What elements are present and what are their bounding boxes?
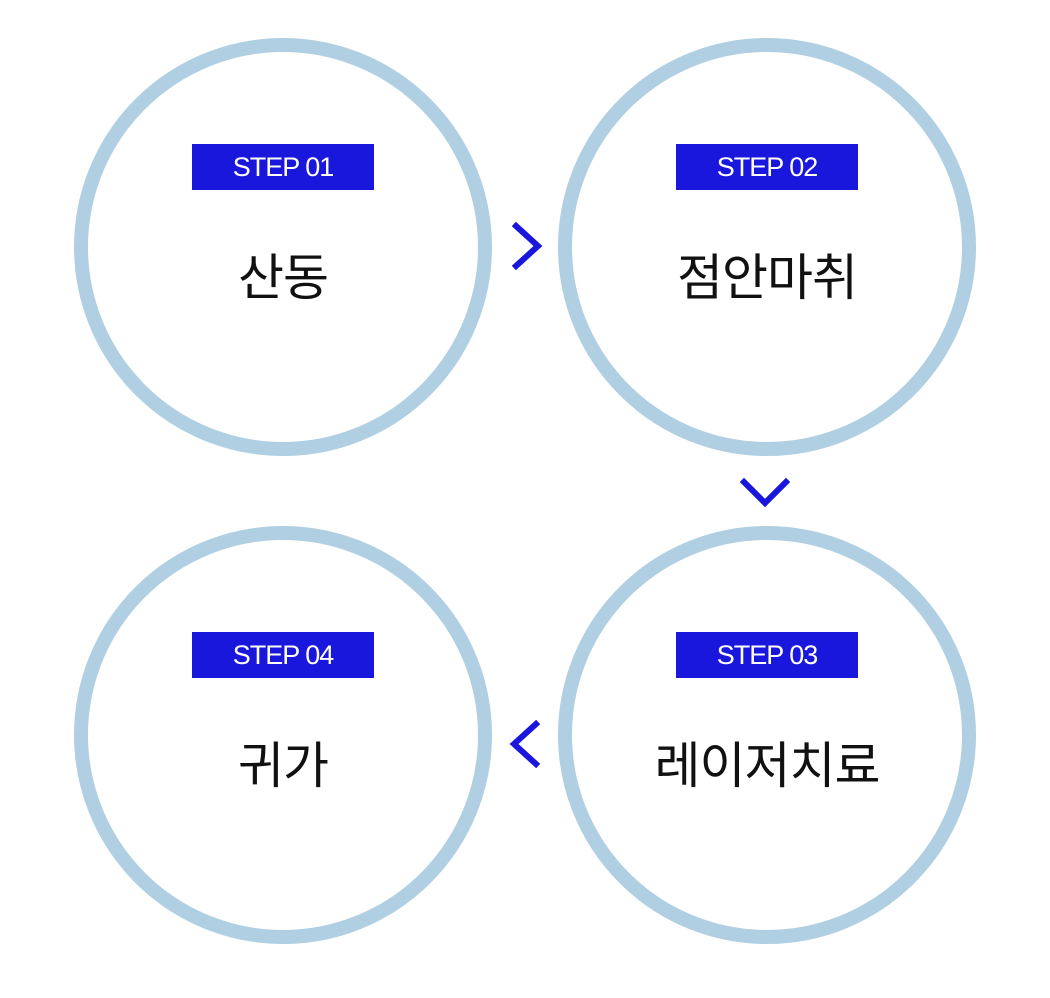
step-4-badge: STEP 04	[192, 632, 374, 678]
step-1-badge: STEP 01	[192, 144, 374, 190]
step-2-circle: STEP 02 점안마취	[558, 38, 976, 456]
chevron-left-icon	[508, 720, 542, 768]
step-4-circle: STEP 04 귀가	[74, 526, 492, 944]
step-2-label: 점안마취	[677, 249, 858, 307]
step-3-circle: STEP 03 레이저치료	[558, 526, 976, 944]
step-4-label: 귀가	[238, 737, 329, 795]
step-2-badge: STEP 02	[676, 144, 858, 190]
chevron-right-icon	[510, 222, 544, 270]
step-3-badge: STEP 03	[676, 632, 858, 678]
step-1-label: 산동	[238, 249, 329, 307]
chevron-down-icon	[740, 476, 790, 510]
step-1-circle: STEP 01 산동	[74, 38, 492, 456]
step-3-label: 레이저치료	[654, 737, 881, 795]
